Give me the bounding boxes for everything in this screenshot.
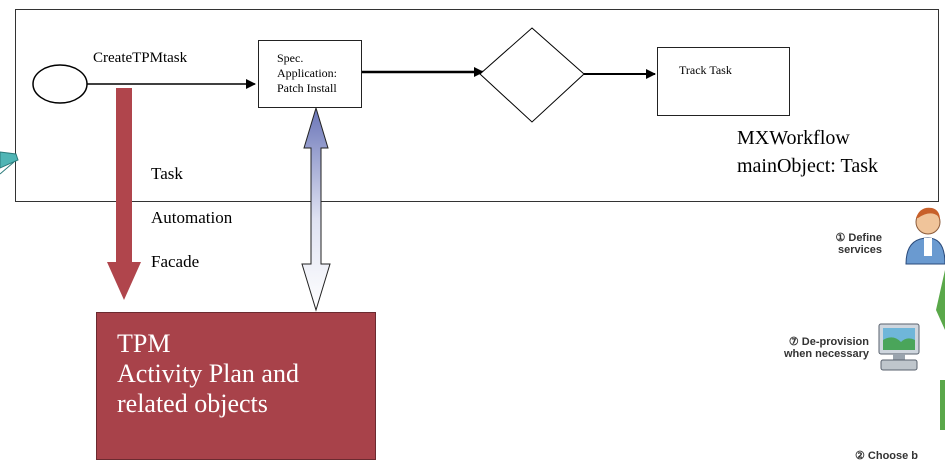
workflow-name-block: MXWorkflow mainObject: Task [737,124,878,180]
tpm-line-2: Activity Plan and [117,359,299,388]
tpm-box[interactable]: TPM Activity Plan and related objects [96,312,376,460]
green-arrow-fragment [936,270,945,330]
spec-application-box[interactable]: Spec. Application: Patch Install [258,40,362,108]
spec-line-2: Application: [277,66,337,80]
choose-partial-label: ② Choose b [855,450,919,462]
decision-node[interactable] [479,27,585,123]
tpm-line-1: TPM [117,329,171,358]
define-line-2: services [837,244,882,256]
define-services-label: ① Define services [812,232,882,256]
facade-line-1: Task [151,164,183,183]
spec-line-3: Patch Install [277,81,337,95]
workflow-name: MXWorkflow [737,127,850,149]
deprovision-label: ⑦ De-provision when necessary [735,336,869,360]
teal-arrow-fragment [0,151,19,175]
start-node[interactable] [32,64,88,104]
green-arrow-fragment-lower [940,380,945,430]
define-line-1: ① Define [835,232,882,244]
computer-icon [878,323,920,371]
double-arrow [301,106,331,312]
facade-down-arrow [107,88,141,300]
track-task-box[interactable]: Track Task [657,47,790,116]
start-label: CreateTPMtask [93,50,188,66]
facade-line-2: Automation [151,208,233,227]
deprovision-line-2: when necessary [784,348,869,360]
facade-line-3: Facade [151,252,200,271]
facade-label: Task Automation Facade [151,152,232,284]
spec-line-1: Spec. [277,51,304,65]
deprovision-line-1: ⑦ De-provision [788,336,869,348]
workflow-main-object: mainObject: Task [737,155,878,177]
tpm-line-3: related objects [117,389,268,418]
person-icon [905,207,945,265]
track-task-label: Track Task [679,63,732,77]
